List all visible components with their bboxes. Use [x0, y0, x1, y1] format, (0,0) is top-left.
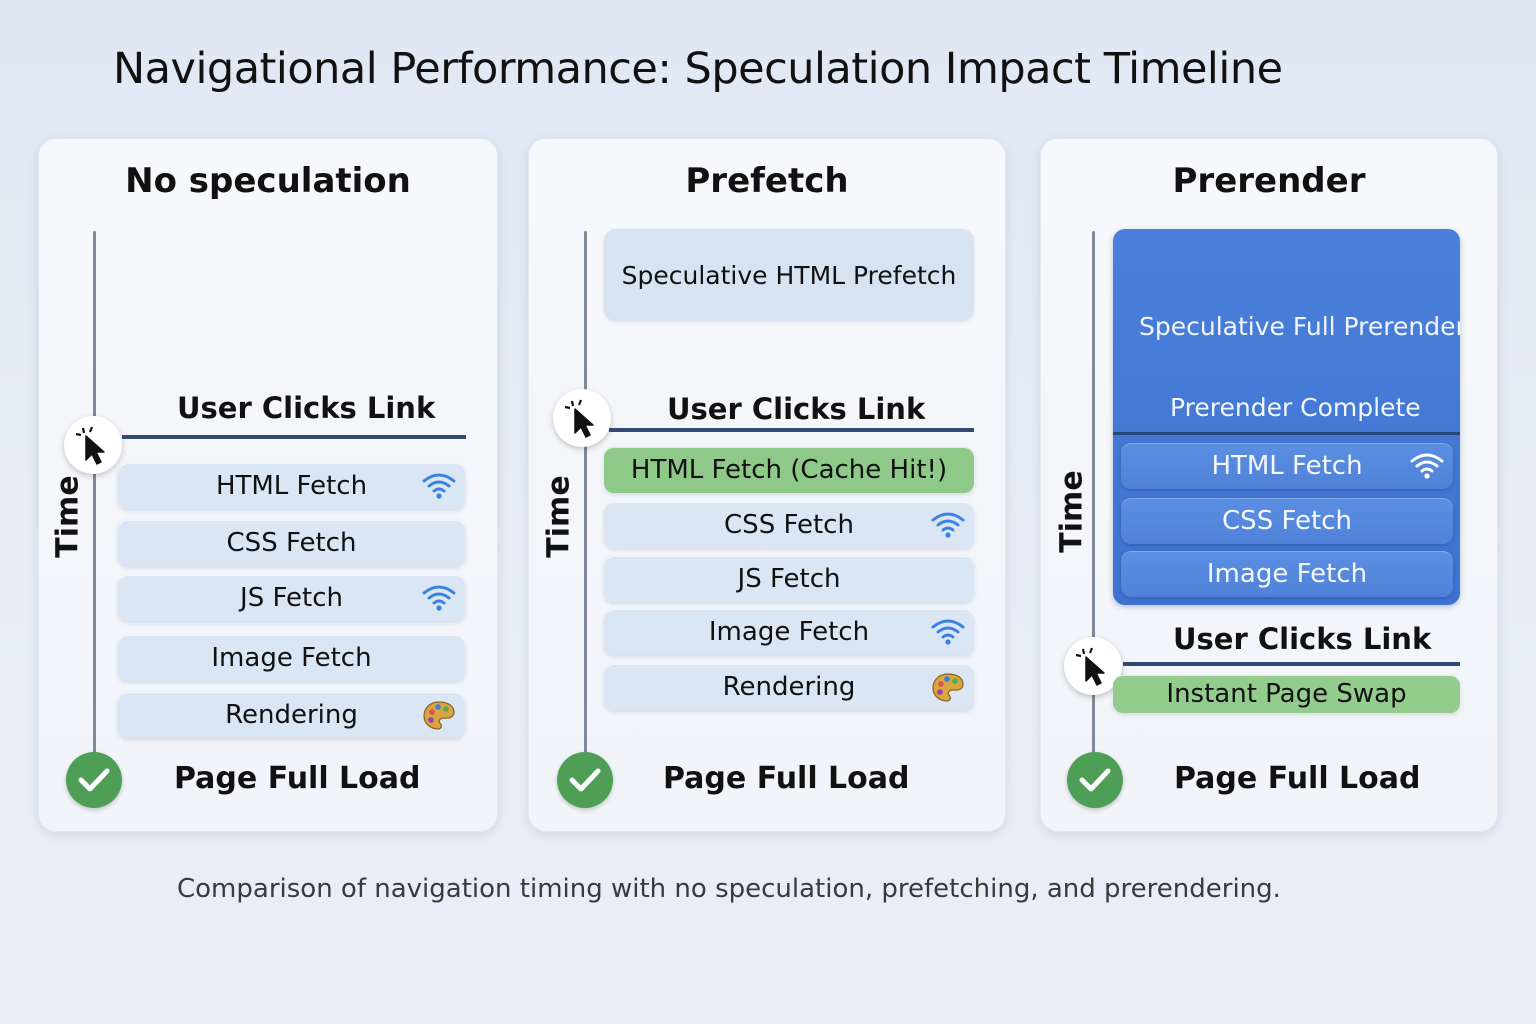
step-bar: CSS Fetch: [118, 520, 465, 566]
click-marker-line: [609, 428, 974, 432]
panel-title: Prerender: [1172, 161, 1366, 201]
check-icon: [66, 752, 122, 808]
panel-prefetch: Prefetch Time Speculative HTML Prefetch …: [528, 138, 1006, 832]
step-bar: JS Fetch: [118, 575, 465, 621]
step-label: JS Fetch: [240, 583, 343, 613]
user-clicks-link-label: User Clicks Link: [667, 392, 926, 426]
check-icon: [557, 752, 613, 808]
prerender-complete-line: [1113, 432, 1460, 435]
speculative-prerender-label: Speculative Full Prerender: [1139, 312, 1460, 341]
page-full-load-label: Page Full Load: [1174, 761, 1421, 796]
cursor-click-icon: [64, 416, 122, 474]
time-axis: [1092, 231, 1095, 791]
time-axis: [93, 231, 96, 791]
step-label: Image Fetch: [211, 643, 372, 673]
click-marker-line: [1123, 662, 1460, 666]
page-title: Navigational Performance: Speculation Im…: [113, 44, 1283, 94]
cursor-click-icon: [553, 389, 611, 447]
panel-prerender: Prerender Time Speculative Full Prerende…: [1040, 138, 1498, 832]
step-label: HTML Fetch: [1211, 451, 1363, 481]
wifi-icon: [422, 473, 456, 499]
wifi-icon: [931, 619, 965, 645]
step-label: HTML Fetch: [215, 471, 368, 501]
step-bar: JS Fetch: [604, 556, 974, 602]
step-bar: Image Fetch: [604, 609, 974, 655]
time-axis-label: Time: [1054, 470, 1090, 553]
step-label: Rendering: [722, 672, 856, 702]
instant-page-swap-bar: Instant Page Swap: [1113, 675, 1460, 713]
check-icon: [1067, 752, 1123, 808]
time-axis: [584, 231, 587, 791]
step-label: CSS Fetch: [1222, 506, 1352, 536]
speculative-prefetch-block: Speculative HTML Prefetch: [604, 229, 974, 321]
step-label: HTML Fetch (Cache Hit!): [630, 455, 948, 485]
swap-label: Instant Page Swap: [1166, 679, 1407, 709]
wifi-icon: [931, 512, 965, 538]
palette-icon: [423, 701, 455, 730]
panel-no-speculation: No speculation Time User Clicks Link HTM…: [38, 138, 498, 832]
time-axis-label: Time: [50, 475, 86, 558]
step-label: CSS Fetch: [724, 510, 854, 540]
panel-title: Prefetch: [685, 161, 849, 201]
step-label: Image Fetch: [708, 617, 870, 647]
step-bar: Image Fetch: [1121, 551, 1453, 597]
step-label: Image Fetch: [1206, 559, 1368, 589]
page-full-load-label: Page Full Load: [174, 761, 421, 796]
page-full-load-label: Page Full Load: [663, 761, 910, 796]
user-clicks-link-label: User Clicks Link: [1173, 622, 1432, 656]
step-bar: HTML Fetch: [118, 463, 465, 509]
step-bar: Image Fetch: [118, 635, 465, 681]
speculative-prerender-block: Speculative Full Prerender Prerender Com…: [1113, 229, 1460, 605]
step-bar: Rendering: [604, 664, 974, 710]
prerender-complete-label: Prerender Complete: [1170, 393, 1421, 422]
step-bar-cache-hit: HTML Fetch (Cache Hit!): [604, 447, 974, 493]
click-marker-line: [122, 435, 466, 439]
step-label: JS Fetch: [737, 564, 841, 594]
palette-icon: [932, 673, 964, 702]
figure-caption: Comparison of navigation timing with no …: [177, 874, 1281, 904]
step-label: CSS Fetch: [226, 528, 357, 558]
step-bar: CSS Fetch: [1121, 498, 1453, 544]
user-clicks-link-label: User Clicks Link: [177, 391, 436, 425]
cursor-click-icon: [1064, 637, 1122, 695]
step-bar: HTML Fetch: [1121, 443, 1453, 489]
step-bar: CSS Fetch: [604, 502, 974, 548]
wifi-icon: [422, 585, 456, 611]
time-axis-label: Time: [541, 475, 577, 558]
step-label: Rendering: [225, 700, 358, 730]
panel-title: No speculation: [125, 161, 411, 201]
wifi-icon: [1410, 453, 1444, 479]
step-bar: Rendering: [118, 692, 465, 738]
